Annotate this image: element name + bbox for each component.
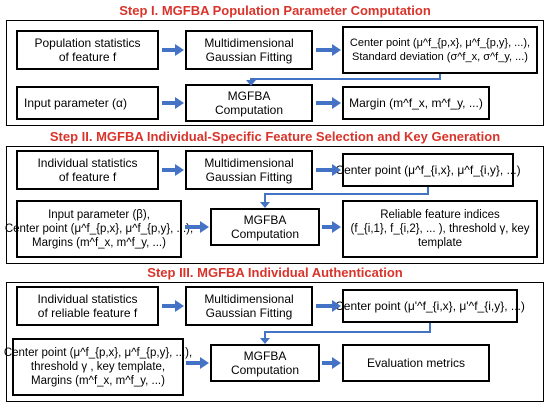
step3-section: [6, 282, 544, 402]
step3-evaluation-metrics-box: Evaluation metrics: [342, 344, 490, 382]
step3-arrow-4: [322, 357, 341, 369]
step2-arrow-2: [316, 164, 341, 176]
step1-margin-box: Margin (m^f_x, m^f_y, ...): [342, 86, 490, 120]
step1-box2-line1: Multidimensional: [204, 36, 294, 50]
step2-arrow-3: [185, 221, 209, 233]
step1-center-point-std-box: Center point (μ^f_{p,x}, μ^f_{p,y}, ...)…: [342, 26, 538, 74]
step2-box6-line1: Reliable feature indices: [380, 209, 500, 221]
step3-arrow-3: [186, 357, 209, 369]
step2-box6-line3: template: [417, 237, 463, 249]
step3-arrow-2: [316, 300, 341, 312]
step2-box6-line2: (f_{i,1}, f_{i,2}, ... ), threshold γ, k…: [350, 223, 530, 235]
step2-box5-line1: MGFBA: [243, 213, 287, 227]
step2-box3-line1: Center point (μ^f_{i,x}, μ^f_{i,y}, ...): [335, 163, 521, 177]
step2-box1-line1: Individual statistics: [37, 156, 138, 170]
step2-box2-line1: Multidimensional: [204, 156, 294, 170]
step1-box4-line1: Input parameter (α): [24, 96, 127, 110]
step2-box5-line2: Computation: [230, 227, 300, 241]
step1-box3-line1: Center point (μ^f_{p,x}, μ^f_{p,y}, ...)…: [349, 37, 531, 49]
step3-box2-line2: Gaussian Fitting: [205, 306, 293, 320]
step2-title: Step II. MGFBA Individual-Specific Featu…: [49, 129, 501, 144]
step1-box6-line1: Margin (m^f_x, m^f_y, ...): [349, 96, 483, 110]
step2-center-point-box: Center point (μ^f_{i,x}, μ^f_{i,y}, ...): [335, 153, 521, 187]
step3-box4-line1: Center point (μ^f_{p,x}, μ^f_{p,y}, ...)…: [3, 347, 193, 359]
step2-box2-line2: Gaussian Fitting: [205, 170, 293, 184]
step3-title: Step III. MGFBA Individual Authenticatio…: [147, 265, 403, 280]
step3-box6-line1: Evaluation metrics: [366, 356, 466, 370]
step1-connector-arrowhead: [246, 80, 256, 86]
step2-section: [6, 146, 544, 264]
step1-box5-line2: Computation: [214, 103, 284, 117]
step2-mgfba-computation-box: MGFBA Computation: [210, 208, 320, 246]
step1-title: Step I. MGFBA Population Parameter Compu…: [119, 3, 431, 18]
step1-arrow-3: [162, 97, 184, 109]
step2-arrow-1: [162, 164, 184, 176]
step3-center-point-box: Center point (μ'^f_{i,x}, μ'^f_{i,y}, ..…: [335, 289, 525, 323]
step2-arrow-4: [322, 221, 341, 233]
step1-arrow-1: [162, 44, 184, 56]
step1-section: [6, 20, 544, 126]
step2-box1-line2: of feature f: [58, 170, 117, 184]
step3-box1-line1: Individual statistics: [37, 292, 138, 306]
step1-box1-line2: of feature f: [58, 50, 117, 64]
step1-connector-arrow: [250, 74, 441, 82]
step3-connector-arrow: [264, 323, 431, 340]
step2-gaussian-fitting-box: Multidimensional Gaussian Fitting: [185, 150, 313, 190]
step1-box2-line2: Gaussian Fitting: [205, 50, 293, 64]
step1-mgfba-computation-box: MGFBA Computation: [185, 84, 313, 122]
step3-box5-line1: MGFBA: [243, 349, 287, 363]
step2-box4-line3: Margins (m^f_x, m^f_y, ...): [32, 237, 166, 249]
step2-individual-statistics-box: Individual statistics of feature f: [16, 150, 159, 190]
step3-box3-line1: Center point (μ'^f_{i,x}, μ'^f_{i,y}, ..…: [335, 299, 525, 313]
step3-box5-line2: Computation: [230, 363, 300, 377]
step2-reliable-features-box: Reliable feature indices (f_{i,1}, f_{i,…: [342, 200, 538, 258]
step1-population-statistics-box: Population statistics of feature f: [16, 30, 159, 70]
step1-arrow-4: [316, 97, 341, 109]
step3-individual-statistics-box: Individual statistics of reliable featur…: [16, 286, 159, 326]
step1-box5-line1: MGFBA: [227, 89, 271, 103]
step1-arrow-2: [316, 44, 341, 56]
step3-connector-arrowhead: [260, 338, 270, 344]
step1-box3-line2: Standard deviation (σ^f_x, σ^f_y, ...): [352, 51, 528, 63]
step2-connector-arrowhead: [260, 202, 270, 208]
step1-gaussian-fitting-box: Multidimensional Gaussian Fitting: [185, 30, 313, 70]
step2-input-parameters-box: Input parameter (β), Center point (μ^f_{…: [5, 200, 193, 258]
step3-box4-line2: threshold γ , key template,: [30, 361, 166, 373]
step3-arrow-1: [162, 300, 184, 312]
step1-box1-line1: Population statistics: [34, 36, 141, 50]
step3-inputs-box: Center point (μ^f_{p,x}, μ^f_{p,y}, ...)…: [4, 338, 192, 396]
step2-connector-arrow: [264, 187, 429, 204]
step3-mgfba-computation-box: MGFBA Computation: [210, 344, 320, 382]
step3-gaussian-fitting-box: Multidimensional Gaussian Fitting: [185, 286, 313, 326]
step2-box4-line2: Center point (μ^f_{p,x}, μ^f_{p,y}, ...)…: [4, 223, 194, 235]
step3-box4-line3: Margins (m^f_x, m^f_y, ...): [31, 375, 165, 387]
step3-box2-line1: Multidimensional: [204, 292, 294, 306]
step3-box1-line2: of reliable feature f: [37, 306, 138, 320]
step1-input-parameter-box: Input parameter (α): [16, 86, 159, 120]
step2-box4-line1: Input parameter (β),: [48, 209, 150, 221]
